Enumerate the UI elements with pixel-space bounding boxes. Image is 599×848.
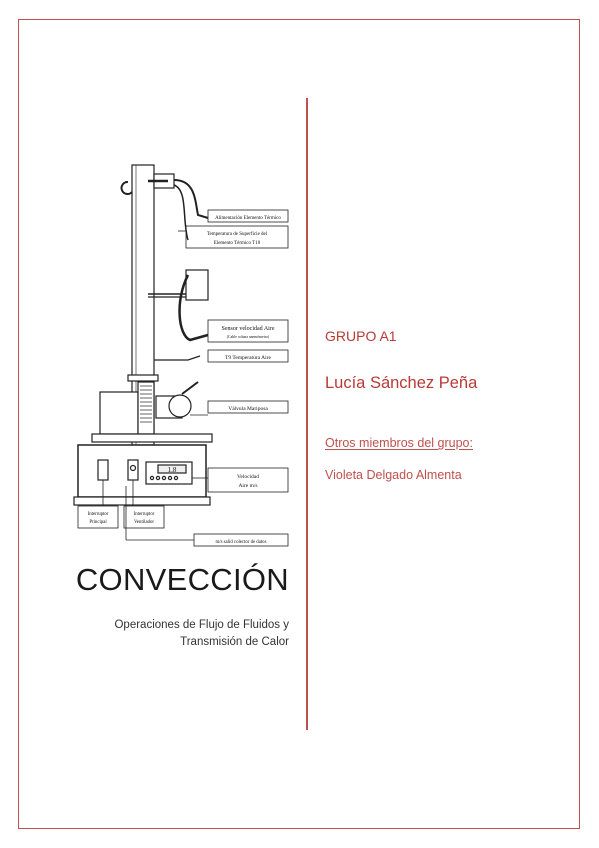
group-name: GRUPO A1 xyxy=(325,328,397,344)
author-name: Lucía Sánchez Peña xyxy=(325,374,478,392)
label-interruptor-ventilador: Interruptor xyxy=(134,512,155,517)
label-interruptor-principal-2: Principal xyxy=(89,520,107,525)
document-title: CONVECCIÓN xyxy=(75,562,289,597)
equipment-diagram: Alimentación Elemento Térmico Temperatur… xyxy=(73,164,289,547)
label-valvula: Válvula Mariposa xyxy=(228,406,268,412)
label-temp-superficie-t10: Elemento Térmico T10 xyxy=(214,241,261,246)
label-velocidad-unit: Aire m/s xyxy=(238,483,257,489)
label-interruptor-ventilador-2: Ventilador xyxy=(134,520,154,525)
label-alimentacion: Alimentación Elemento Térmico xyxy=(215,216,281,221)
document-subtitle: Operaciones de Flujo de Fluidos y Transm… xyxy=(49,617,289,651)
display-readout: 1.8 xyxy=(168,466,177,474)
page-frame xyxy=(18,19,580,829)
label-sensor-velocidad: Sensor velocidad Aire xyxy=(222,326,275,332)
label-t9: T9 Temperatura Aire xyxy=(225,355,271,361)
vertical-divider xyxy=(306,98,308,730)
member-name: Violeta Delgado Almenta xyxy=(325,468,462,482)
subtitle-line-2: Transmisión de Calor xyxy=(180,636,289,648)
other-members-label: Otros miembros del grupo: xyxy=(325,436,473,450)
subtitle-line-1: Operaciones de Flujo de Fluidos y xyxy=(114,619,289,631)
label-salida-datos: m/s salid colector de datos xyxy=(216,540,267,545)
label-sensor-cable: (Cable coluna anemómetro) xyxy=(227,335,270,339)
label-interruptor-principal: Interruptor xyxy=(88,512,109,517)
label-velocidad: Velocidad xyxy=(237,474,259,480)
label-temp-superficie: Temperatura de Superficie del xyxy=(207,232,268,237)
